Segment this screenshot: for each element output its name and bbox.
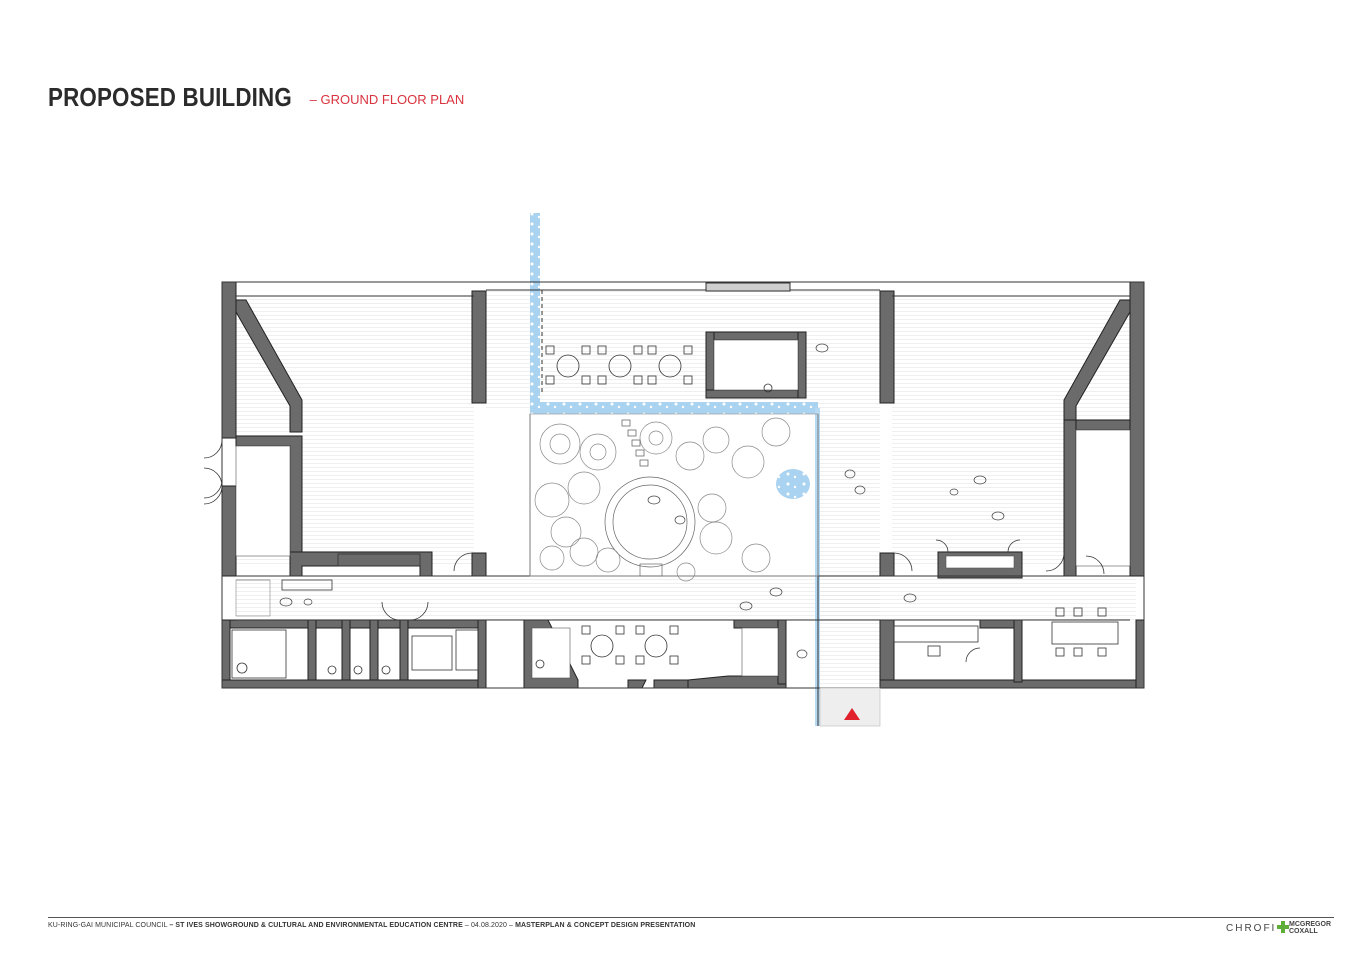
room-interiors — [235, 339, 1131, 679]
footer-date: – 04.08.2020 – — [464, 922, 514, 929]
courtyard-garden — [529, 413, 819, 582]
mcgregor-line2: COXALL — [1289, 928, 1318, 935]
footer-divider — [48, 917, 1334, 918]
plus-logo-icon — [1277, 921, 1289, 933]
title-main: PROPOSED BUILDING — [48, 82, 292, 112]
people-figures — [279, 343, 1005, 659]
mcgregor-coxall-logo: MCGREGOR COXALL — [1289, 921, 1331, 935]
chrofi-logo: CHROFI — [1226, 923, 1277, 934]
footer-client: KU-RING-GAI MUNICIPAL COUNCIL — [48, 922, 168, 929]
footer-project: – ST IVES SHOWGROUND & CULTURAL AND ENVI… — [169, 922, 463, 929]
footer-presentation: MASTERPLAN & CONCEPT DESIGN PRESENTATION — [515, 922, 696, 929]
walls — [221, 281, 1145, 689]
mcgregor-line1: MCGREGOR — [1289, 921, 1331, 928]
title-subtitle: – GROUND FLOOR PLAN — [309, 92, 465, 107]
doors — [203, 439, 1105, 663]
page-title: PROPOSED BUILDING – GROUND FLOOR PLAN — [48, 82, 464, 113]
footer-caption: KU-RING-GAI MUNICIPAL COUNCIL – ST IVES … — [48, 922, 695, 929]
stairs — [235, 579, 271, 617]
furniture — [231, 345, 1119, 679]
entry-marker — [819, 687, 881, 727]
